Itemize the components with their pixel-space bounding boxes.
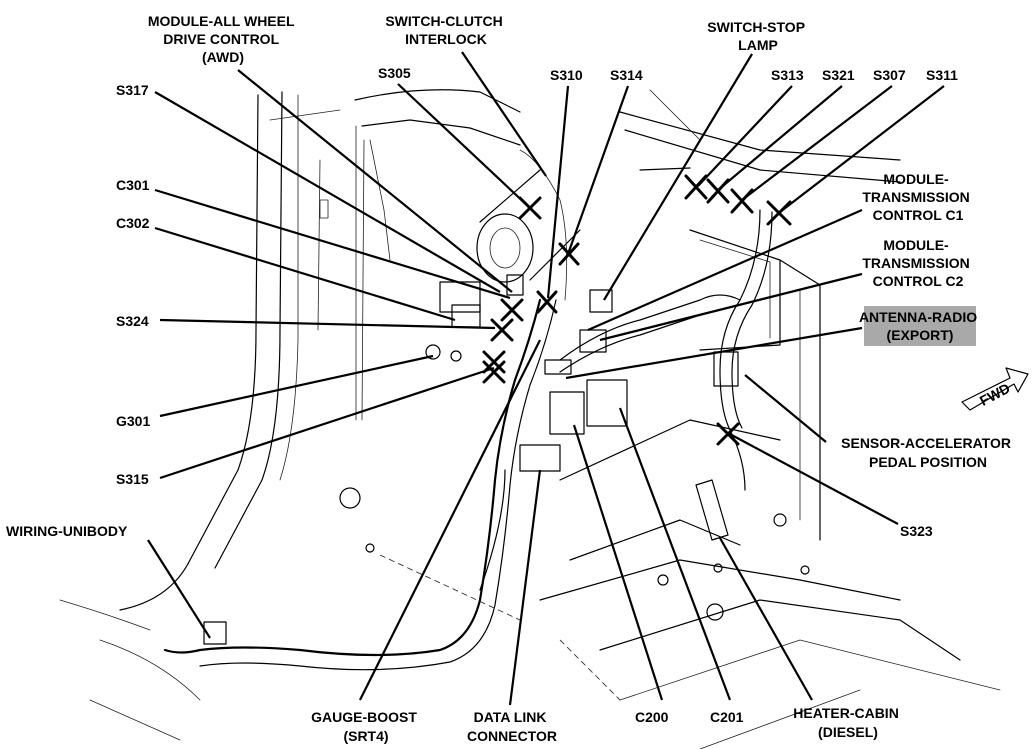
label-switch-stop: SWITCH-STOP LAMP [707,19,808,53]
leader-heater [719,537,813,701]
label-s324: S324 [116,313,149,329]
leader-antenna [565,326,863,380]
label-c301: C301 [116,177,150,193]
leader-c201 [618,407,732,701]
leader-s314 [566,85,630,255]
splice-x-s313 [684,174,708,200]
leader-s313 [697,85,793,187]
label-s314: S314 [610,67,643,83]
splice-x-s315a [482,350,506,374]
leader-switch-stop [603,53,753,301]
label-wiring-unibody: WIRING-UNIBODY [6,523,128,539]
label-antenna: ANTENNA-RADIO (EXPORT) [859,309,981,343]
leader-c200 [572,424,664,701]
label-c302: C302 [116,215,150,231]
label-s321: S321 [822,67,855,83]
leader-wiring-unibody [147,539,211,639]
leader-s310 [546,85,570,299]
splice-x-s307 [730,188,754,214]
fwd-arrow-label: FWD [977,380,1013,409]
leader-s324 [159,318,496,330]
label-tcm-c1: MODULE- TRANSMISSION CONTROL C1 [862,171,973,223]
label-sensor-accel: SENSOR-ACCELERATOR PEDAL POSITION [841,435,1015,470]
label-s313: S313 [771,67,804,83]
leader-c302 [154,226,456,322]
splice-x-s311 [766,200,792,226]
label-s305: S305 [378,65,411,81]
leader-module-awd [237,69,513,293]
leader-switch-clutch [461,51,547,177]
splice-x-s315b [482,360,506,384]
label-gauge-boost: GAUGE-BOOST (SRT4) [311,709,421,744]
leader-c301 [154,188,511,300]
label-s323: S323 [900,523,933,539]
leader-s315 [159,366,495,480]
leader-sensor-accel [744,374,827,443]
label-c200: C200 [635,709,669,725]
splice-x-s314 [558,242,580,266]
leader-tcm-c2 [599,272,863,342]
leader-s307 [741,85,893,201]
leader-tcm-c1 [587,208,863,332]
leader-s317 [154,91,501,293]
splice-x-s310 [536,290,558,314]
splice-markers [482,174,792,446]
label-heater: HEATER-CABIN (DIESEL) [793,705,902,740]
leader-gauge-boost [359,339,541,701]
leader-s323 [725,431,899,525]
label-s307: S307 [873,67,906,83]
leader-s311 [779,85,945,213]
leader-s321 [717,85,843,191]
label-g301: G301 [116,413,150,429]
leader-s305 [397,83,531,209]
label-s315: S315 [116,471,149,487]
callout-labels: MODULE-ALL WHEEL DRIVE CONTROL (AWD) SWI… [6,13,1015,744]
label-s317: S317 [116,82,149,98]
label-module-awd: MODULE-ALL WHEEL DRIVE CONTROL (AWD) [148,13,298,65]
splice-x-s321 [706,178,730,204]
leader-g301 [159,354,434,418]
splice-x-s323 [716,422,740,446]
label-s310: S310 [550,67,583,83]
label-dlc: DATA LINK CONNECTOR [467,709,557,744]
leader-dlc [508,469,542,706]
label-c201: C201 [710,709,744,725]
splice-x-s317 [500,298,524,322]
label-s311: S311 [926,67,958,83]
antenna-highlight-box [864,306,976,346]
label-tcm-c2: MODULE- TRANSMISSION CONTROL C2 [862,237,973,289]
leader-lines [147,51,945,706]
label-switch-clutch: SWITCH-CLUTCH INTERLOCK [385,13,506,47]
splice-x-s305 [518,196,542,220]
splice-x-s324 [490,318,514,342]
